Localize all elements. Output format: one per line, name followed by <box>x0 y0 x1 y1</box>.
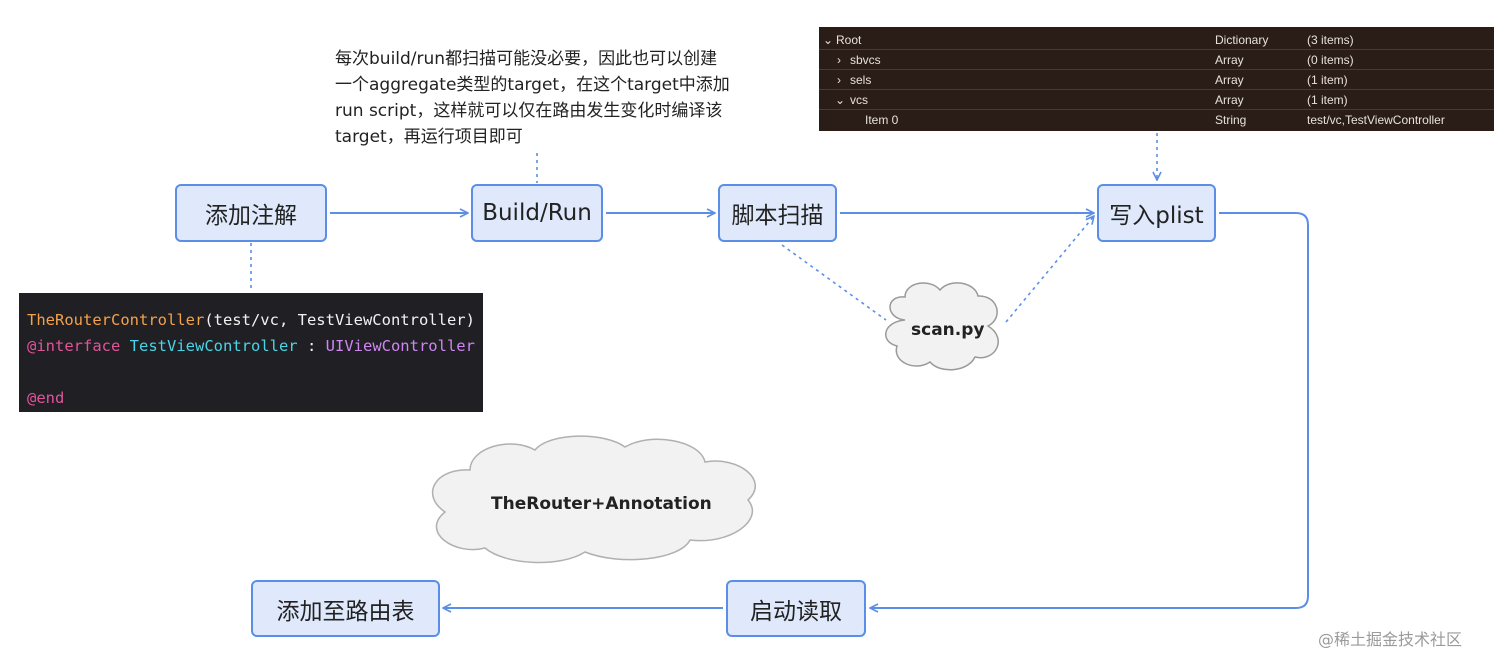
code-line-blank <box>27 359 483 385</box>
node-write-plist: 写入plist <box>1097 184 1216 242</box>
node-script-scan-label: 脚本扫描 <box>731 203 824 229</box>
code-colon: : <box>297 337 326 355</box>
plist-row: ⌄ Root Dictionary (3 items) <box>819 29 1494 50</box>
build-note-line: target，再运行项目即可 <box>335 127 523 147</box>
code-line-end: @end <box>27 385 483 411</box>
plist-key: vcs <box>850 93 868 107</box>
plist-type: String <box>1215 113 1247 127</box>
plist-table: ⌄ Root Dictionary (3 items) › sbvcs Arra… <box>819 27 1494 131</box>
scan-cloud-shape <box>885 282 999 371</box>
node-add-annotation: 添加注解 <box>175 184 327 242</box>
build-note-line: 每次build/run都扫描可能没必要，因此也可以创建 <box>335 49 718 69</box>
plist-value: (1 item) <box>1307 93 1348 107</box>
plist-key: sbvcs <box>850 53 881 67</box>
annotation-cloud-shape <box>432 435 756 564</box>
code-class-name: TestViewController <box>129 337 298 355</box>
chevron-right-icon: › <box>837 53 841 67</box>
plist-type: Dictionary <box>1215 33 1269 47</box>
code-superclass: UIViewController <box>325 337 475 355</box>
plist-value: test/vc,TestViewController <box>1307 113 1445 127</box>
plist-key: Root <box>836 33 862 47</box>
plist-type: Array <box>1215 73 1244 87</box>
chevron-down-icon: ⌄ <box>823 33 834 47</box>
code-macro-name: TheRouterController <box>27 311 205 329</box>
plist-value: (1 item) <box>1307 73 1348 87</box>
arrow-plist-to-launch <box>870 212 1309 608</box>
plist-type: Array <box>1215 93 1244 107</box>
plist-value: (0 items) <box>1307 53 1354 67</box>
node-launch-read: 启动读取 <box>726 580 866 637</box>
chevron-down-icon: ⌄ <box>835 93 846 107</box>
node-build-run: Build/Run <box>471 184 603 242</box>
build-note: 每次build/run都扫描可能没必要，因此也可以创建 一个aggregate类… <box>335 46 755 150</box>
plist-type: Array <box>1215 53 1244 67</box>
code-interface-keyword: @interface <box>27 337 121 355</box>
dotted-scan-to-cloud <box>781 244 887 321</box>
plist-value: (3 items) <box>1307 33 1354 47</box>
build-note-line: 一个aggregate类型的target，在这个target中添加 <box>335 75 730 95</box>
node-add-route-table: 添加至路由表 <box>251 580 440 637</box>
annotation-cloud-label: TheRouter+Annotation <box>491 494 712 514</box>
scan-cloud-label: scan.py <box>911 320 985 340</box>
node-build-run-label: Build/Run <box>482 200 592 226</box>
build-note-line: run script，这样就可以仅在路由发生变化时编译该 <box>335 101 723 121</box>
chevron-right-icon: › <box>837 73 841 87</box>
node-add-route-table-label: 添加至路由表 <box>276 598 415 625</box>
node-script-scan: 脚本扫描 <box>718 184 837 242</box>
watermark: @稀土掘金技术社区 <box>1318 630 1463 649</box>
code-line-macro: TheRouterController(test/vc, TestViewCon… <box>27 307 483 333</box>
plist-key: sels <box>850 73 872 87</box>
node-write-plist-label: 写入plist <box>1109 203 1204 229</box>
code-macro-args: (test/vc, TestViewController) <box>204 311 475 329</box>
code-snippet: TheRouterController(test/vc, TestViewCon… <box>19 293 483 412</box>
dotted-cloud-to-plist <box>1005 216 1094 323</box>
code-line-interface: @interface TestViewController : UIViewCo… <box>27 333 483 359</box>
code-end-keyword: @end <box>27 389 65 407</box>
plist-key: Item 0 <box>865 113 899 127</box>
plist-row: › sels Array (1 item) <box>819 69 1494 90</box>
plist-row: Item 0 String test/vc,TestViewController <box>819 109 1494 129</box>
node-launch-read-label: 启动读取 <box>750 598 842 625</box>
node-add-annotation-label: 添加注解 <box>205 203 297 229</box>
plist-row: › sbvcs Array (0 items) <box>819 49 1494 70</box>
plist-row: ⌄ vcs Array (1 item) <box>819 89 1494 110</box>
